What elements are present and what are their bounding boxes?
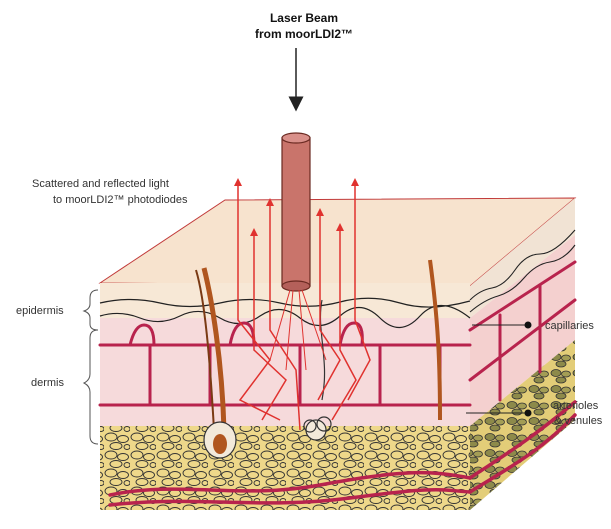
dermis-label: dermis [31, 377, 65, 389]
laser-beam-title-line1: Laser Beam [270, 11, 338, 25]
epidermis-brace [84, 290, 98, 330]
laser-probe [282, 133, 310, 291]
epidermis-label: epidermis [16, 305, 64, 317]
laser-beam-title-line2: from moorLDI2™ [255, 27, 353, 41]
arterioles-label-line1: arterioles [553, 400, 599, 412]
dermis-layer-front [100, 318, 470, 426]
laser-beam-label: Laser Beam from moorLDI2™ [255, 11, 353, 41]
epidermis-annotation: epidermis [16, 290, 98, 330]
dermis-brace [84, 330, 98, 444]
scattered-light-label: Scattered and reflected light to moorLDI… [32, 178, 188, 206]
scattered-light-line1: Scattered and reflected light [32, 178, 169, 190]
arterioles-label-line2: & venules [554, 415, 603, 427]
capillaries-label: capillaries [545, 320, 594, 332]
scattered-light-line2: to moorLDI2™ photodiodes [53, 194, 188, 206]
dermis-annotation: dermis [31, 330, 98, 444]
subcutaneous-fat-front [100, 426, 470, 510]
